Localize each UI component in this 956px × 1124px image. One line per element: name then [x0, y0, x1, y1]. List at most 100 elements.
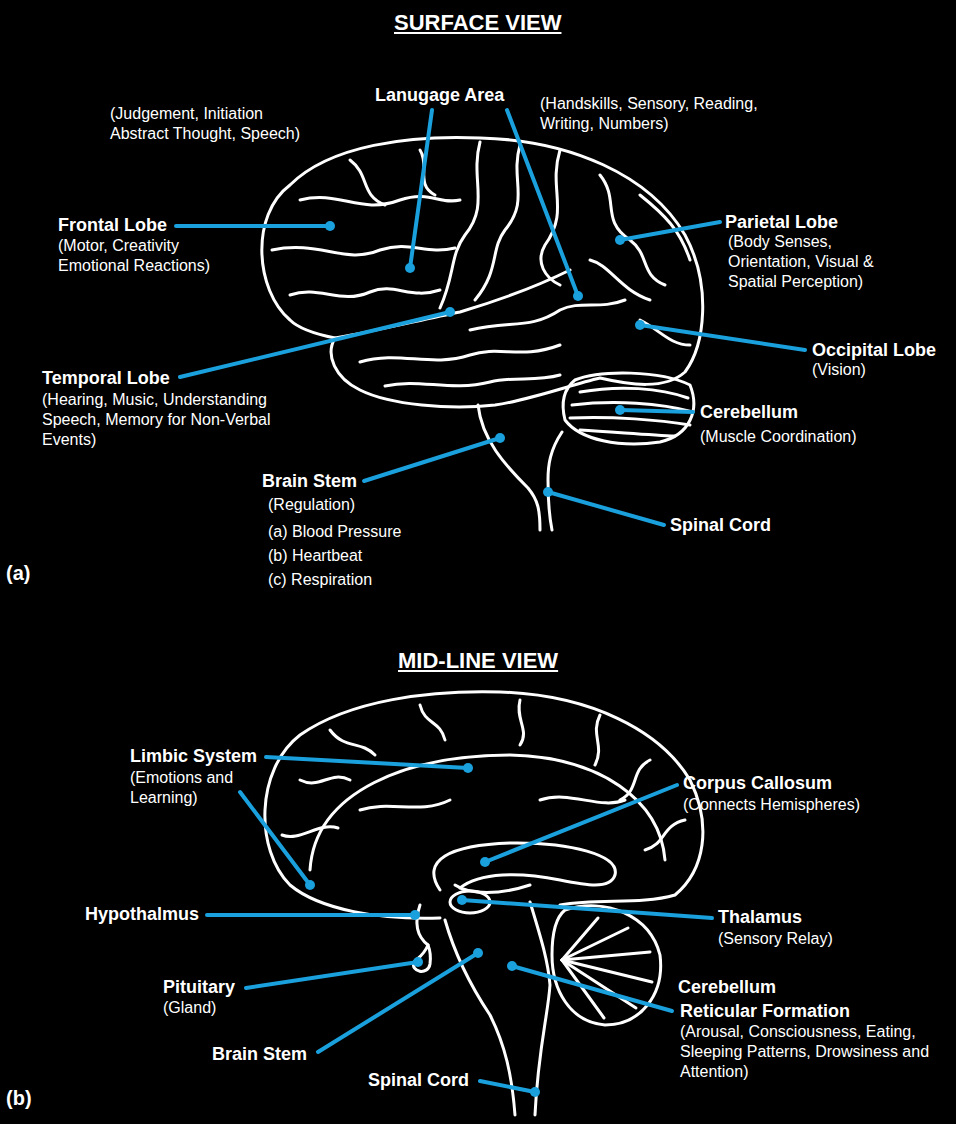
brain-outline — [595, 715, 600, 765]
leader-dot — [325, 221, 335, 231]
brain-outline — [360, 345, 560, 362]
function-description: (Gland) — [163, 998, 216, 1018]
leader-dot — [405, 263, 415, 273]
function-description: (c) Respiration — [268, 570, 372, 590]
brain-outline — [262, 138, 703, 1115]
leader-line — [507, 110, 578, 296]
function-description: (Vision) — [812, 360, 866, 380]
function-description: (Sensory Relay) — [718, 929, 833, 949]
view-heading: SURFACE VIEW — [394, 10, 561, 36]
brain-outline — [413, 945, 430, 971]
brain-outline — [434, 843, 616, 890]
function-description: (Emotions and Learning) — [130, 768, 250, 808]
leader-dot — [530, 1087, 540, 1097]
leader-line — [318, 953, 478, 1052]
region-label: Brain Stem — [212, 1044, 307, 1064]
brain-outline — [470, 300, 625, 330]
leader-line — [180, 312, 450, 377]
brain-outline — [420, 705, 445, 740]
function-description: (Motor, Creativity Emotional Reactions) — [58, 236, 228, 276]
function-description: (Connects Hemispheres) — [683, 795, 860, 815]
leader-line — [364, 438, 500, 481]
region-label: Temporal Lobe — [42, 368, 170, 388]
leader-dot — [445, 307, 455, 317]
brain-outline — [475, 145, 520, 300]
brain-outline — [580, 430, 675, 436]
function-description: (Hearing, Music, Understanding Speech, M… — [42, 390, 282, 450]
region-label: Hypothalmus — [85, 904, 199, 924]
leader-line — [246, 962, 418, 988]
leader-line — [512, 966, 672, 1011]
brain-outline — [290, 289, 440, 297]
leader-line — [266, 757, 468, 768]
brain-outline — [541, 150, 560, 285]
function-description: (Handskills, Sensory, Reading, Writing, … — [540, 94, 790, 134]
brain-outline — [645, 820, 685, 850]
leader-line — [207, 913, 415, 917]
view-heading: MID-LINE VIEW — [398, 648, 558, 674]
leader-line — [176, 110, 805, 1092]
function-description: (Body Senses, Orientation, Visual & Spat… — [728, 232, 893, 292]
region-label: Lanugage Area — [375, 85, 504, 105]
region-label: Pituitary — [163, 977, 235, 997]
function-description: (a) Blood Pressure — [268, 522, 401, 542]
region-label: Limbic System — [130, 746, 257, 766]
region-label: Thalamus — [718, 907, 802, 927]
brain-outline — [620, 760, 650, 800]
leader-line — [485, 785, 677, 862]
leader-line — [240, 792, 310, 885]
leader-line — [176, 224, 330, 228]
brain-outline — [562, 918, 598, 960]
brain-outline — [330, 730, 375, 755]
brain-outline — [600, 175, 665, 285]
region-label: Reticular Formation — [680, 1001, 850, 1021]
brain-outline — [562, 952, 650, 960]
brain-outline — [282, 827, 338, 837]
leader-line — [410, 110, 432, 268]
leader-dot — [480, 857, 490, 867]
function-description: (Muscle Coordination) — [700, 427, 857, 447]
brain-outline — [385, 375, 560, 386]
region-label: Cerebellum — [678, 977, 776, 997]
brain-outline — [590, 260, 650, 300]
brain-outline — [540, 797, 625, 803]
leader-dot — [410, 910, 420, 920]
brain-outline — [360, 800, 450, 810]
leader-line — [640, 325, 805, 350]
leader-line — [620, 222, 720, 240]
leader-dot — [413, 957, 423, 967]
brain-outline — [478, 405, 540, 530]
brain-outline — [300, 777, 350, 783]
brain-outline — [530, 902, 550, 1115]
leader-dot — [615, 405, 625, 415]
region-label: Parietal Lobe — [725, 212, 838, 232]
leader-line — [462, 900, 712, 918]
brain-outline — [265, 692, 703, 918]
leader-dot — [543, 487, 553, 497]
panel-letter: (b) — [6, 1088, 32, 1108]
brain-outline — [272, 246, 455, 254]
region-label: Spinal Cord — [670, 515, 771, 535]
brain-outline — [417, 905, 428, 945]
brain-outline — [519, 700, 524, 745]
brain-outline — [572, 403, 693, 412]
leader-line — [480, 1081, 535, 1092]
brain-outline — [335, 270, 570, 338]
brain-outline — [548, 432, 562, 530]
leader-dot — [463, 763, 473, 773]
brain-outline — [563, 373, 694, 444]
region-label: Spinal Cord — [368, 1070, 469, 1090]
region-label: Frontal Lobe — [58, 215, 167, 235]
brain-outline — [580, 388, 688, 398]
region-label: Corpus Callosum — [683, 773, 832, 793]
brain-outline — [440, 142, 480, 308]
function-description: (Arousal, Consciousness, Eating, Sleepin… — [680, 1022, 942, 1082]
leader-dot — [305, 880, 315, 890]
leader-dot — [495, 433, 505, 443]
region-label: Cerebellum — [700, 402, 798, 422]
function-description: (Regulation) — [268, 495, 355, 515]
panel-letter: (a) — [6, 563, 30, 583]
brain-outline — [262, 138, 703, 407]
region-label: Occipital Lobe — [812, 340, 936, 360]
